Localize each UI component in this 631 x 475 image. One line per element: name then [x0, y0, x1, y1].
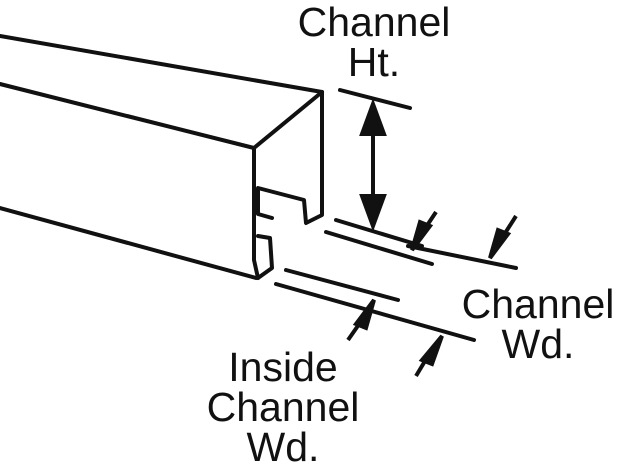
- height-arrow: [359, 98, 387, 232]
- width-extension-line-1: [324, 230, 434, 266]
- channel-top-front-edge: [0, 82, 256, 150]
- channel-bottom-edge: [0, 206, 258, 280]
- height-extension-line-top: [338, 88, 412, 110]
- inside-width-extension-line-2: [274, 282, 476, 342]
- channel-width-label-line-2: Wd.: [501, 321, 575, 367]
- width-arrows: [410, 210, 518, 260]
- channel-end-face: [252, 90, 324, 280]
- width-extension-line-2: [406, 244, 518, 270]
- inside-channel-width-label: Inside Channel Wd.: [180, 344, 386, 470]
- channel-height-label: Channel Ht.: [276, 0, 472, 85]
- channel-width-label: Channel Wd.: [440, 281, 631, 367]
- channel-height-label-line-1: Channel: [297, 0, 451, 45]
- channel-top-back-edge: [0, 34, 324, 94]
- inside-width-arrows: [346, 298, 444, 378]
- height-extension-line-bottom: [334, 218, 424, 248]
- channel-height-label-line-2: Ht.: [347, 39, 401, 85]
- inside-width-extension-line-1: [284, 268, 400, 302]
- inside-channel-width-label-line-1: Inside: [228, 344, 338, 390]
- channel-width-label-line-1: Channel: [461, 281, 615, 327]
- inside-channel-width-label-line-2: Channel: [206, 384, 360, 430]
- inside-channel-width-label-line-3: Wd.: [246, 424, 320, 470]
